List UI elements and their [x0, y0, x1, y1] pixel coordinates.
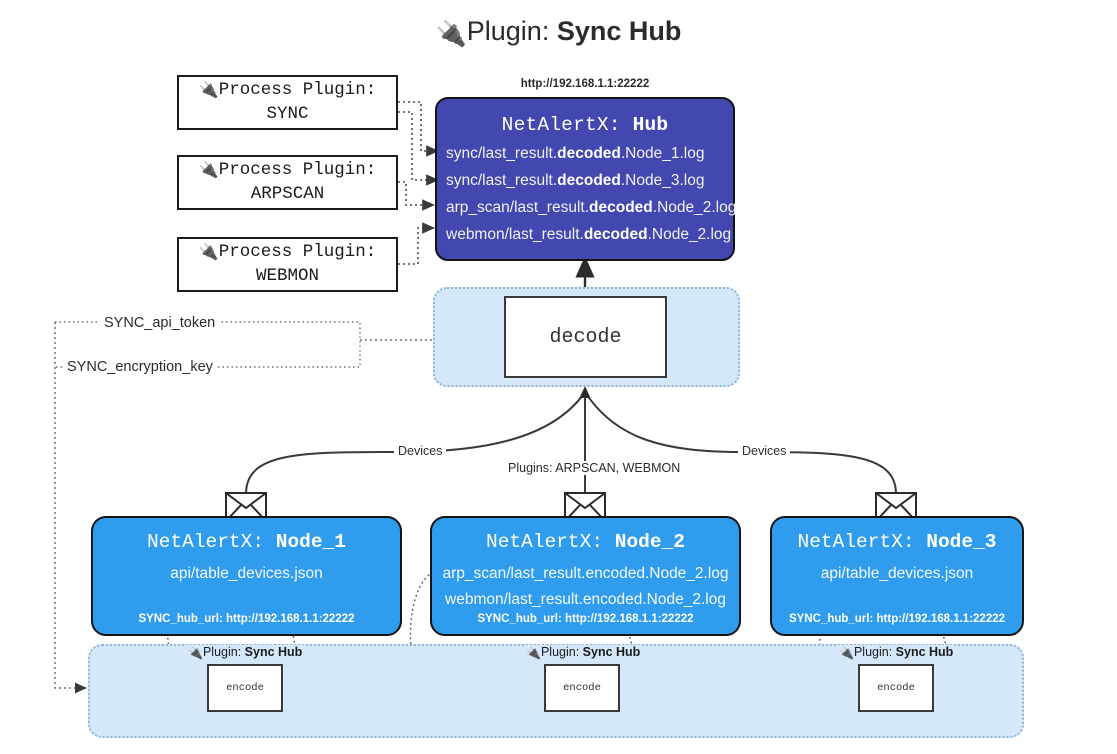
node-box-2[interactable]: NetAlertX: Node_2 arp_scan/last_result.e…: [430, 516, 741, 636]
node-3-line-1: api/table_devices.json: [820, 565, 974, 582]
hub-log-3: arp_scan/last_result.decoded.Node_2.log: [446, 199, 737, 216]
hub-log-4: webmon/last_result.decoded.Node_2.log: [446, 226, 732, 243]
process-plugin-arpscan-line2: ARPSCAN: [250, 183, 325, 204]
hub-title: NetAlertX: Hub: [437, 114, 733, 136]
edge-label-devices-right: Devices: [738, 444, 791, 458]
encoder-3-plugin-label: 🔌Plugin: Sync Hub: [837, 645, 956, 660]
hub-box[interactable]: NetAlertX: Hub sync/last_result.decoded.…: [435, 97, 737, 261]
plug-icon: 🔌: [435, 20, 467, 48]
node-box-1[interactable]: NetAlertX: Node_1 api/table_devices.json…: [91, 516, 402, 636]
plug-icon: 🔌: [526, 646, 541, 660]
encoder-1-plugin-label: 🔌Plugin: Sync Hub: [186, 645, 305, 660]
hub-title-name: Hub: [632, 114, 669, 136]
sync-encryption-key-label: SYNC_encryption_key: [62, 359, 218, 375]
node-1-line-1: api/table_devices.json: [170, 565, 323, 582]
sync-api-token-label: SYNC_api_token: [99, 315, 221, 331]
encode-box-1[interactable]: encode: [207, 664, 283, 712]
hub-log-2: sync/last_result.decoded.Node_3.log: [446, 172, 705, 189]
process-plugin-sync-line2: SYNC: [266, 103, 309, 124]
node-1-title: NetAlertX: Node_1: [147, 531, 346, 553]
process-plugin-webmon-line1: Process Plugin:: [218, 242, 377, 263]
encode-box-3[interactable]: encode: [858, 664, 934, 712]
process-plugin-webmon-line2: WEBMON: [255, 265, 319, 286]
hub-title-prefix: NetAlertX:: [501, 114, 633, 136]
node-2-line-2: webmon/last_result.encoded.Node_2.log: [445, 591, 726, 608]
node-1-hub-url: SYNC_hub_url: http://192.168.1.1:22222: [138, 613, 355, 625]
page-title-prefix: Plugin:: [466, 16, 557, 46]
page-title: 🔌Plugin: Sync Hub: [0, 16, 1117, 49]
encoder-2-plugin-label: 🔌Plugin: Sync Hub: [524, 645, 643, 660]
decode-box[interactable]: decode: [504, 296, 667, 378]
hub-log-1: sync/last_result.decoded.Node_1.log: [446, 145, 705, 162]
plug-icon: 🔌: [198, 160, 219, 180]
node-2-line-1: arp_scan/last_result.encoded.Node_2.log: [442, 565, 729, 582]
node-3-hub-url: SYNC_hub_url: http://192.168.1.1:22222: [788, 613, 1006, 625]
hub-url-label: http://192.168.1.1:22222: [520, 78, 650, 90]
process-plugin-sync-line1: Process Plugin:: [218, 80, 377, 101]
node-3-title: NetAlertX: Node_3: [797, 531, 997, 553]
edge-label-plugins-center: Plugins: ARPSCAN, WEBMON: [504, 461, 685, 475]
edge-label-devices-left: Devices: [394, 444, 447, 458]
process-plugin-sync[interactable]: 🔌Process Plugin: SYNC: [177, 75, 398, 130]
plug-icon: 🔌: [198, 242, 219, 262]
node-2-hub-url: SYNC_hub_url: http://192.168.1.1:22222: [477, 613, 694, 625]
plug-icon: 🔌: [198, 80, 219, 100]
process-plugin-arpscan[interactable]: 🔌Process Plugin: ARPSCAN: [177, 155, 398, 210]
process-plugin-webmon[interactable]: 🔌Process Plugin: WEBMON: [177, 237, 398, 292]
node-2-title: NetAlertX: Node_2: [486, 531, 685, 553]
page-title-name: Sync Hub: [556, 16, 682, 46]
plug-icon: 🔌: [839, 646, 854, 660]
plug-icon: 🔌: [188, 646, 203, 660]
process-plugin-arpscan-line1: Process Plugin:: [218, 160, 377, 181]
node-box-3[interactable]: NetAlertX: Node_3 api/table_devices.json…: [770, 516, 1024, 636]
encode-box-2[interactable]: encode: [544, 664, 620, 712]
